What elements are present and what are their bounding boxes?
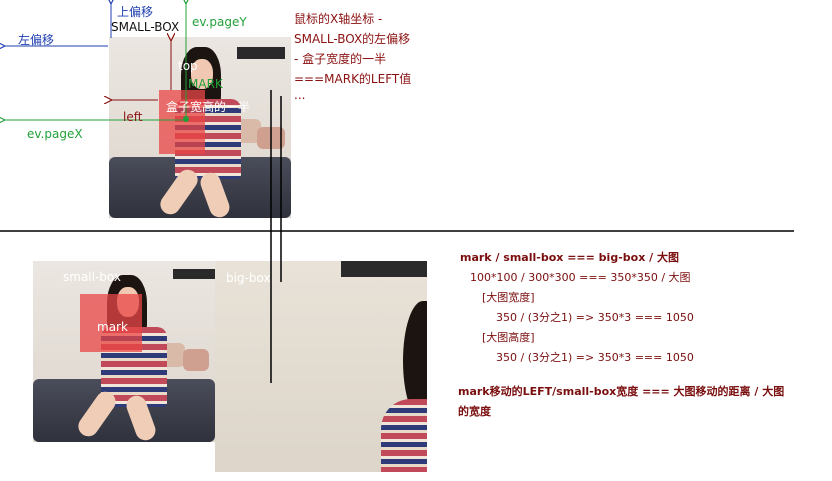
- top-small-box-image: [109, 37, 291, 218]
- big-box-label: big-box: [226, 271, 271, 285]
- half-size-label: 盒子宽高的一半: [166, 100, 251, 114]
- explanation-block: 鼠标的X轴坐标 - SMALL-BOX的左偏移 - 盒子宽度的一半 ===MAR…: [294, 9, 411, 101]
- up-offset-label: 上偏移: [117, 5, 154, 19]
- mark-label-top: MARK: [188, 77, 223, 91]
- top-label: top: [178, 59, 198, 73]
- note-line-6: 350 / (3分之1) => 350*3 === 1050: [496, 351, 694, 364]
- explanation-line: ...: [294, 88, 306, 102]
- explanation-line: - 盒子宽度的一半: [294, 52, 387, 66]
- small-box-label: small-box: [63, 270, 121, 284]
- movement-note: mark移动的LEFT/small-box宽度 === 大图移动的距离 / 大图…: [458, 382, 784, 422]
- mark-label-bottom: mark: [97, 320, 128, 334]
- left-label: left: [123, 110, 143, 124]
- cursor-point: [183, 116, 189, 122]
- small-box-top-label: SMALL-BOX: [111, 20, 180, 34]
- explanation-line: SMALL-BOX的左偏移: [294, 32, 411, 46]
- pagey-label: ev.pageY: [192, 15, 247, 29]
- bottom-mark-box: [80, 294, 142, 352]
- wall-frame: [237, 47, 285, 59]
- pagex-label: ev.pageX: [27, 127, 83, 141]
- note-line-4: 350 / (3分之1) => 350*3 === 1050: [496, 311, 694, 324]
- big-wall-frame: [341, 261, 427, 277]
- left-offset-label: 左偏移: [18, 33, 55, 47]
- top-mark-box: [159, 90, 205, 154]
- bottom-small-box-image: [33, 261, 215, 442]
- note-line-2: 100*100 / 300*300 === 350*350 / 大图: [470, 271, 691, 284]
- note-line-8: 的宽度: [458, 405, 491, 418]
- note-line-1: mark / small-box === big-box / 大图: [460, 251, 679, 264]
- explanation-line: 鼠标的X轴坐标 -: [294, 12, 383, 26]
- ratio-notes: mark / small-box === big-box / 大图 100*10…: [460, 248, 694, 368]
- note-line-7: mark移动的LEFT/small-box宽度 === 大图移动的距离 / 大图: [458, 385, 785, 398]
- note-line-5: [大图高度]: [482, 331, 535, 344]
- note-line-3: [大图宽度]: [482, 291, 535, 304]
- big-box-image: [215, 261, 427, 472]
- explanation-line: ===MARK的LEFT值: [294, 72, 412, 86]
